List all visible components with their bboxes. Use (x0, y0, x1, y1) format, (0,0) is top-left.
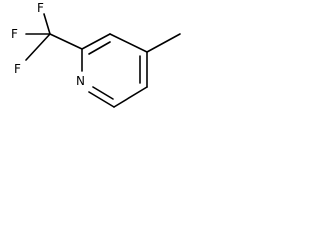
ring-bond-c5-c6 (113, 86, 148, 108)
ring-bond-c3-c4 (109, 33, 148, 53)
methyl-bond (146, 33, 181, 53)
ring-bond-c6-n (88, 91, 115, 108)
ring-bond-c2-c3-inner (88, 41, 111, 55)
chemical-structure-diagram: N F F F (11, 1, 181, 108)
fluorine-top-label: F (37, 1, 44, 15)
cf-bond-top (43, 13, 51, 35)
fluorine-left-label: F (11, 27, 18, 41)
cf-bond-bottom (25, 33, 51, 61)
ring-bond-c2-c3 (81, 33, 111, 50)
fluorine-bottom-label: F (14, 62, 21, 76)
ring-bond-c6-n-inner (92, 86, 114, 100)
structure-canvas: N F F F (0, 0, 184, 134)
nitrogen-atom-label: N (76, 74, 85, 88)
cf3-bond (49, 33, 83, 50)
